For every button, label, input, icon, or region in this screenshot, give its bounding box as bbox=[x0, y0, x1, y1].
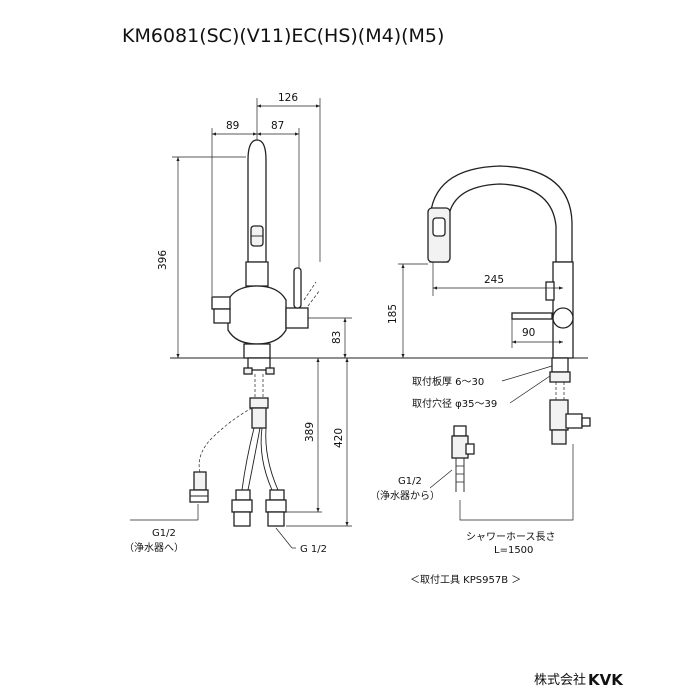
company-prefix: 株式会社 bbox=[534, 672, 586, 688]
side-view bbox=[427, 165, 591, 521]
shower-hose bbox=[459, 444, 574, 521]
brand-logo: 株式会社 KVK bbox=[534, 671, 624, 689]
arched-spout bbox=[429, 165, 573, 263]
dim-126: 126 bbox=[278, 92, 298, 104]
install-tool-label: ＜取付工具 KPS957B ＞ bbox=[410, 573, 521, 586]
g12-right-label: G1/2 bbox=[398, 476, 422, 487]
front-view bbox=[189, 139, 321, 527]
dim-90: 90 bbox=[522, 327, 535, 339]
plate-thickness-note: 取付板厚 6～30 bbox=[412, 375, 484, 388]
g12-left-label: G1/2 bbox=[152, 528, 176, 539]
purifier-hose bbox=[198, 407, 253, 473]
dim-420: 420 bbox=[333, 428, 345, 448]
lever-handle bbox=[293, 267, 302, 309]
spout-neck bbox=[245, 261, 269, 287]
to-purifier-label: （浄水器へ） bbox=[124, 541, 184, 554]
faucet-body bbox=[227, 285, 287, 345]
dim-389: 389 bbox=[304, 422, 316, 442]
shower-hose-label: シャワーホース長さ bbox=[466, 531, 556, 543]
dim-89: 89 bbox=[226, 120, 239, 132]
kvk-logo: KVK bbox=[588, 671, 624, 689]
front-dimensions: 126 89 87 396 83 389 420 bbox=[157, 92, 352, 527]
dim-396: 396 bbox=[157, 250, 169, 270]
faucet-base bbox=[243, 343, 271, 359]
dim-83: 83 bbox=[331, 331, 343, 344]
from-purifier-label: （浄水器から） bbox=[370, 489, 440, 502]
hose-length-label: L=1500 bbox=[494, 545, 533, 556]
shank bbox=[247, 357, 271, 371]
side-lever bbox=[511, 312, 553, 320]
lever-holder bbox=[285, 307, 309, 329]
filter-knob bbox=[211, 296, 231, 310]
install-tool bbox=[429, 425, 475, 492]
g12-bottom-label: G 1/2 bbox=[300, 544, 327, 555]
hole-diameter-note: 取付穴径 φ35～39 bbox=[412, 397, 497, 410]
model-title: KM6081(SC)(V11)EC(HS)(M4)(M5) bbox=[122, 25, 444, 47]
dim-87: 87 bbox=[271, 120, 284, 132]
side-dimensions: 245 185 90 bbox=[387, 262, 563, 358]
dim-185: 185 bbox=[387, 304, 399, 324]
dim-245: 245 bbox=[484, 274, 504, 286]
lever-pivot bbox=[552, 307, 574, 329]
